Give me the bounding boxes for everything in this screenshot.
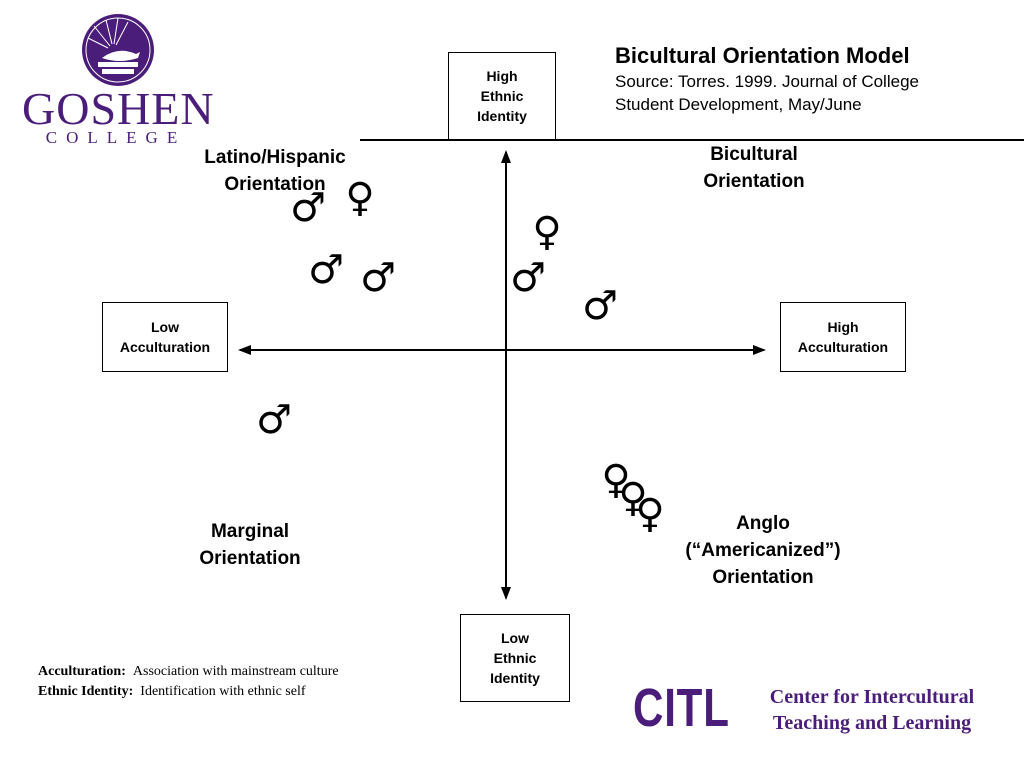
logo-name: GOSHEN xyxy=(22,83,215,134)
logo-subname: COLLEGE xyxy=(45,128,187,147)
low-acculturation-box: Low Acculturation xyxy=(102,302,228,372)
box-line: Ethnic xyxy=(480,88,524,104)
box-line: Identity xyxy=(477,108,527,124)
box-line: High xyxy=(486,68,518,84)
female-icon: ♀ xyxy=(345,175,375,221)
quad-line: (“Americanized”) xyxy=(685,540,841,561)
definition-ethnic-identity: Ethnic Identity: Identification with eth… xyxy=(38,682,339,702)
marginal-orientation-label: Marginal Orientation xyxy=(160,518,340,572)
quad-line: Anglo xyxy=(736,513,790,534)
quad-line: Orientation xyxy=(199,548,301,569)
goshen-college-logo: GOSHEN COLLEGE xyxy=(0,0,230,160)
female-icon: ♀ xyxy=(635,491,665,537)
male-icon: ♂ xyxy=(510,255,546,301)
box-line: Identity xyxy=(490,670,540,686)
quad-line: Orientation xyxy=(703,171,805,192)
vertical-axis-arrow-bottom xyxy=(501,587,511,600)
source-line-1: Source: Torres. 1999. Journal of College xyxy=(615,72,919,91)
male-icon: ♂ xyxy=(290,185,326,231)
horizontal-axis-arrow-right xyxy=(753,345,766,355)
citl-name-line-1: Center for Intercultural xyxy=(769,686,975,708)
box-line: Low xyxy=(151,319,179,335)
definition-term: Ethnic Identity: xyxy=(38,684,134,699)
latino-hispanic-orientation-label: Latino/Hispanic Orientation xyxy=(170,144,380,198)
quad-line: Marginal xyxy=(210,521,290,542)
definition-acculturation: Acculturation: Association with mainstre… xyxy=(38,662,339,682)
female-icon: ♀ xyxy=(601,457,631,503)
box-line: Low xyxy=(501,630,529,646)
title-block: Bicultural Orientation Model Source: Tor… xyxy=(615,42,1015,116)
definition-text: Association with mainstream culture xyxy=(132,664,339,679)
box-line: Acculturation xyxy=(797,339,889,355)
quad-line: Orientation xyxy=(712,567,814,588)
male-icon: ♂ xyxy=(360,255,396,301)
male-icon: ♂ xyxy=(256,397,292,443)
horizontal-axis-arrow-left xyxy=(238,345,251,355)
citl-name: Center for Intercultural Teaching and Le… xyxy=(752,684,992,736)
quad-line: Bicultural xyxy=(710,144,798,165)
source-line-2: Student Development, May/June xyxy=(615,95,862,114)
box-line: Ethnic xyxy=(493,650,537,666)
box-line: High xyxy=(827,319,859,335)
definitions: Acculturation: Association with mainstre… xyxy=(38,662,339,702)
female-icon: ♀ xyxy=(618,475,648,521)
quad-line: Latino/Hispanic xyxy=(204,147,346,168)
high-acculturation-box: High Acculturation xyxy=(780,302,906,372)
box-line: Acculturation xyxy=(119,339,211,355)
citl-name-line-2: Teaching and Learning xyxy=(772,712,972,734)
lamp-seal-icon xyxy=(82,14,154,86)
quad-line: Orientation xyxy=(224,174,326,195)
male-icon: ♂ xyxy=(308,247,344,293)
male-icon: ♂ xyxy=(582,283,618,329)
citl-logo: CITL xyxy=(633,678,730,738)
female-icon: ♀ xyxy=(532,209,562,255)
anglo-orientation-label: Anglo (“Americanized”) Orientation xyxy=(650,510,876,591)
diagram-title: Bicultural Orientation Model xyxy=(615,43,910,68)
definition-text: Identification with ethnic self xyxy=(140,684,306,699)
high-ethnic-identity-box: High Ethnic Identity xyxy=(448,52,556,140)
bicultural-orientation-label: Bicultural Orientation xyxy=(664,141,844,195)
vertical-axis-arrow-top xyxy=(501,150,511,163)
low-ethnic-identity-box: Low Ethnic Identity xyxy=(460,614,570,702)
definition-term: Acculturation: xyxy=(38,664,126,679)
